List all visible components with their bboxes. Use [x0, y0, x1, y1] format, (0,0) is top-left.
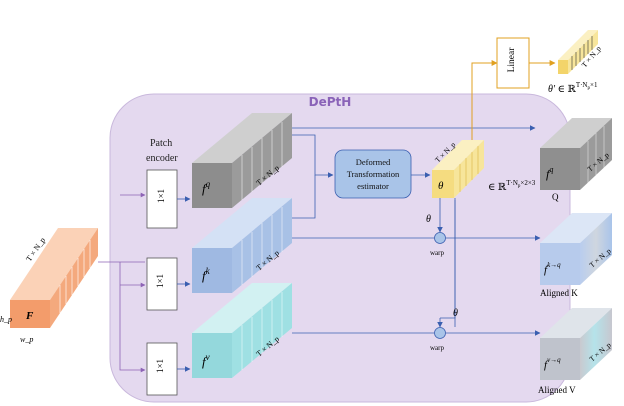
theta-symbol: θ: [438, 180, 444, 192]
theta-to-linear-arrow: [471, 60, 498, 140]
warp-node-k: [434, 232, 446, 244]
svg-text:1×1: 1×1: [156, 189, 166, 203]
svg-text:1×1: 1×1: [155, 274, 165, 288]
output-k-caption: Aligned K: [540, 288, 578, 298]
warp-label-k: warp: [430, 249, 444, 257]
theta-label-k: θ: [426, 214, 431, 225]
depth-module-panel: [109, 93, 571, 403]
svg-text:fq: fq: [546, 165, 553, 181]
conv-q: 1×1: [146, 169, 178, 229]
input-tensor: F T × N_p h_p w_p: [0, 228, 98, 344]
theta-stack: θ T × N_p ∈ ℝT·Np×2×3: [432, 140, 536, 198]
output-v-block: fv→q T × N_p Aligned V: [538, 308, 613, 395]
output-q-block: fq T × N_p Q: [540, 118, 612, 202]
warp-node-v: [434, 327, 446, 339]
warp-label-v: warp: [430, 344, 444, 352]
theta-label-v: θ: [453, 308, 458, 319]
output-v-caption: Aligned V: [538, 385, 576, 395]
input-side-dim: h_p: [0, 315, 12, 324]
feature-v-symbol: fv: [202, 352, 210, 369]
theta-prime-label: θ′ ∈ ℝT·Np×1: [548, 81, 598, 95]
feature-v-block: fv T × N_p: [192, 283, 292, 378]
input-arrow-v: [119, 262, 146, 373]
theta-prime-stack: T × N_p θ′ ∈ ℝT·Np×1: [548, 30, 603, 95]
feature-k-symbol: fk: [202, 266, 211, 283]
output-k-block: fk→q T × N_p Aligned K: [540, 213, 613, 298]
input-bottom-dim: w_p: [20, 335, 33, 344]
svg-text:Linear: Linear: [507, 47, 517, 73]
linear-layer: Linear: [496, 37, 530, 89]
svg-text:1×1: 1×1: [155, 359, 165, 373]
conv-k: 1×1: [146, 257, 178, 311]
module-title: DePtH: [309, 95, 352, 109]
feature-q-symbol: fq: [202, 179, 211, 196]
output-q-caption: Q: [552, 192, 559, 202]
conv-v: 1×1: [146, 342, 178, 396]
input-symbol: F: [25, 310, 34, 322]
